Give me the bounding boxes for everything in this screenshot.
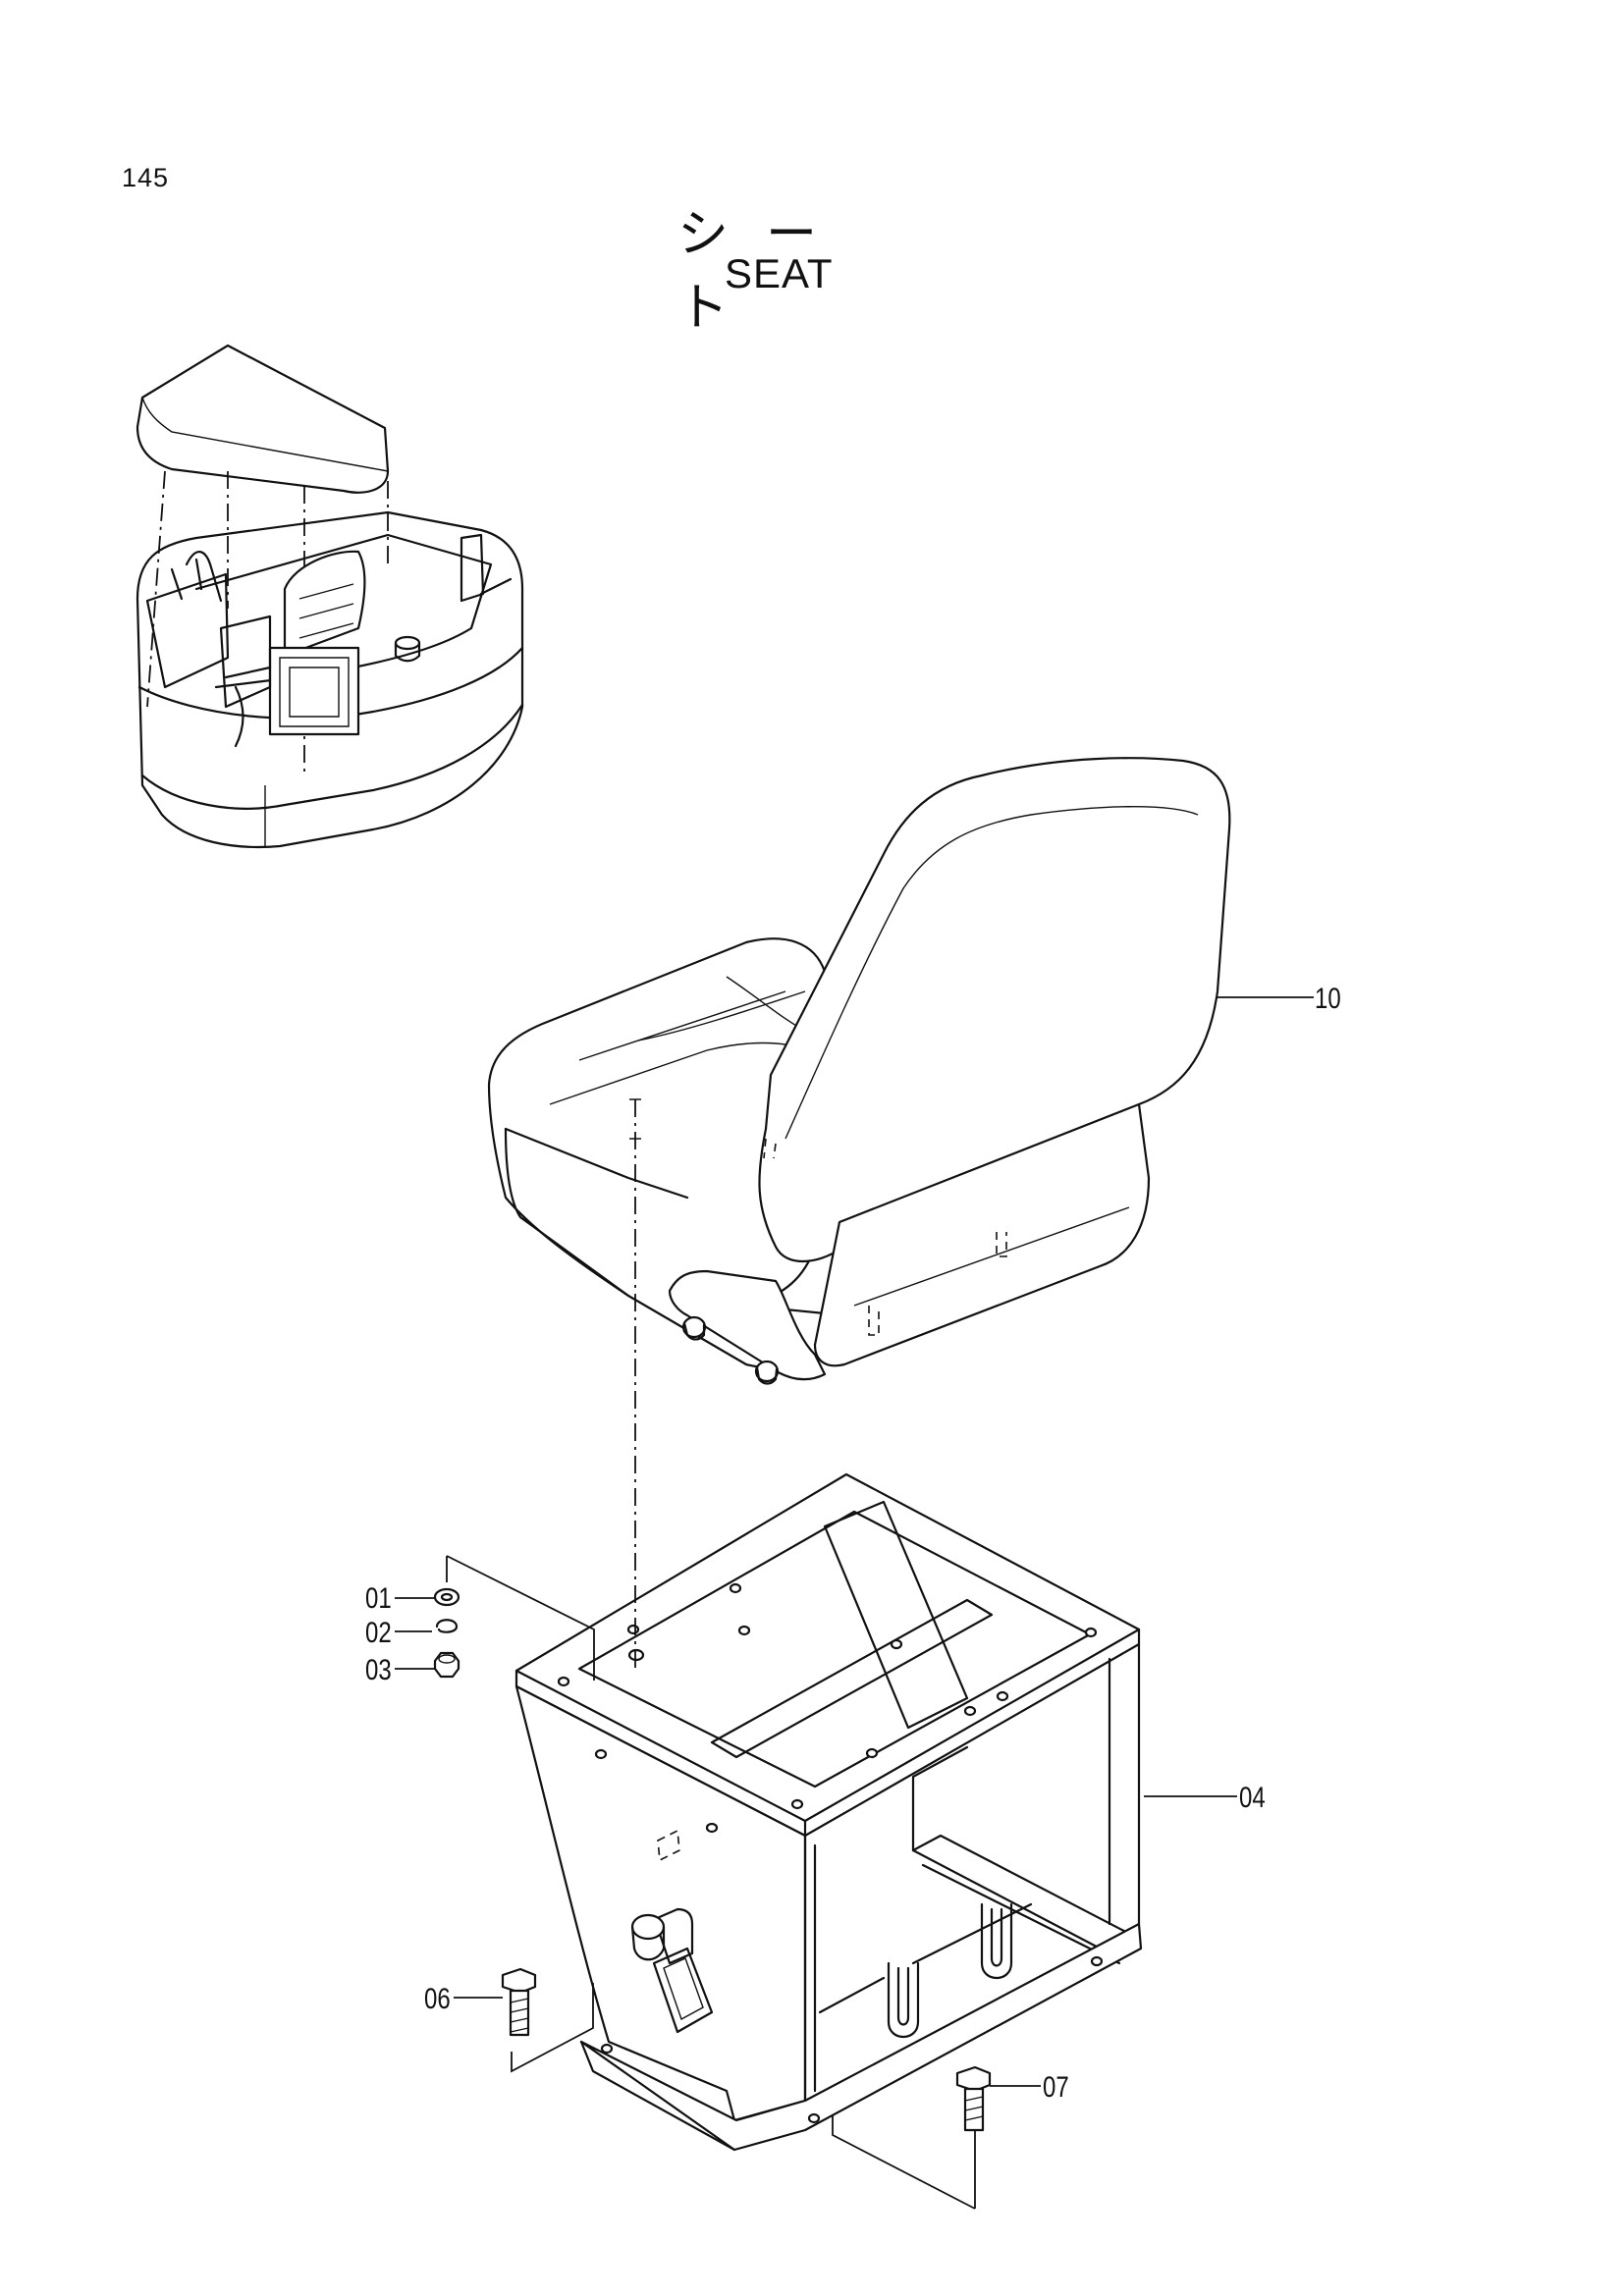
nut-icon [433, 1651, 460, 1679]
callout-02: 02 [365, 1617, 392, 1649]
bolt-07-icon [832, 2065, 992, 2210]
callout-04: 04 [1239, 1782, 1266, 1814]
page-title: SEAT [725, 250, 834, 296]
page-number: 145 [122, 163, 170, 192]
title-japanese: シート [677, 205, 855, 338]
bolt-06-icon [501, 1967, 594, 2073]
callout-10: 10 [1315, 983, 1341, 1015]
callout-06: 06 [424, 1983, 451, 2015]
seat-assembly [487, 757, 1231, 1385]
lock-washer-icon [435, 1619, 459, 1633]
callout-07: 07 [1043, 2071, 1069, 2104]
cab-overview-illustration [135, 344, 524, 849]
hardware-stack [433, 1555, 595, 1681]
callout-01: 01 [365, 1582, 392, 1615]
callout-03: 03 [365, 1654, 392, 1686]
seat-stand-frame [514, 1472, 1143, 2152]
